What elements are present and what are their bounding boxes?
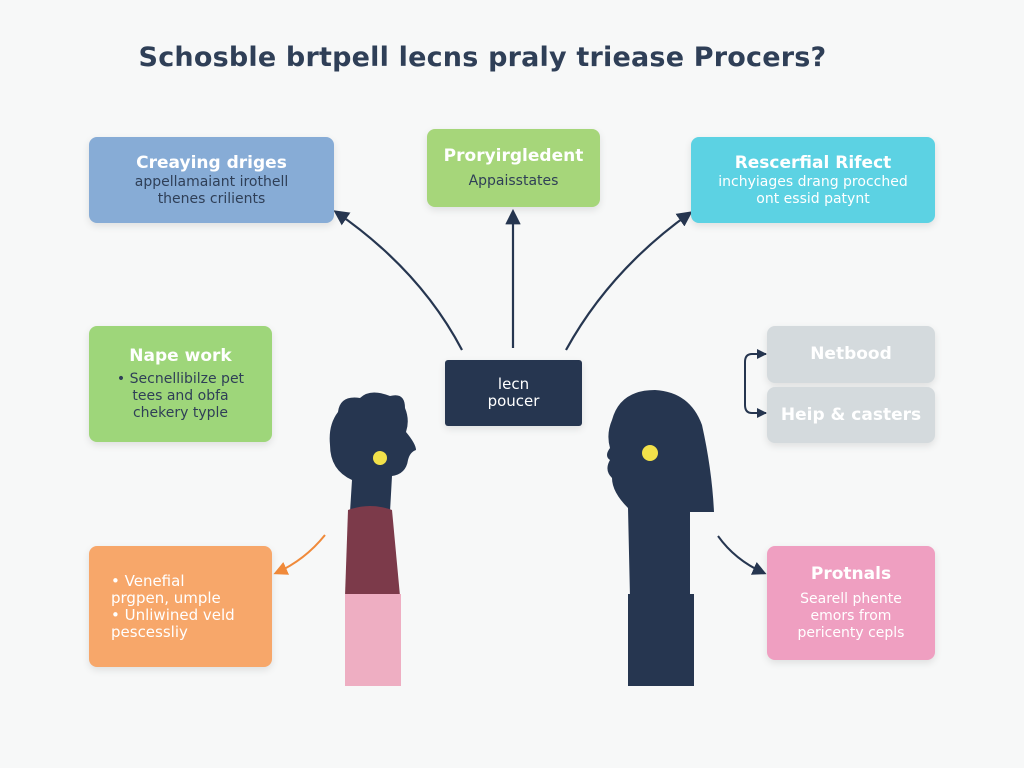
woman-body [632, 508, 690, 598]
woman-ear-dot [642, 445, 658, 461]
arrow-bracket-right [744, 353, 766, 414]
arrow-bracket-bottom-head [757, 408, 767, 418]
box-mid-left-line: tees and obfa [132, 388, 229, 404]
box-bottom-right-line: pericenty cepls [797, 625, 905, 641]
box-bottom-right-line: Searell phente [800, 591, 902, 607]
arrow-to-top-right [565, 211, 693, 351]
page-title: Schosble brtpell lecns praly triease Pro… [138, 42, 827, 73]
box-bottom-right: Protnals Searell phente emors from peric… [767, 546, 935, 660]
box-top-center-line: Appaisstates [468, 173, 559, 189]
box-bottom-left-line: • Unliwined veld [111, 605, 235, 624]
man-ear-dot [373, 451, 387, 465]
box-mid-left-line: chekery typle [132, 405, 229, 421]
box-top-left-heading: Creaying driges [136, 152, 287, 173]
woman-silhouette-icon [607, 390, 714, 686]
box-mid-left-heading: Nape work [129, 346, 232, 366]
box-bottom-left-line: pescessliy [111, 622, 188, 641]
box-top-left: Creaying driges appellamaiant irothell t… [89, 137, 334, 223]
man-silhouette-icon [329, 392, 416, 686]
box-top-center: Proryirgledent Appaisstates [427, 129, 600, 207]
box-right-top-heading: Netbood [810, 344, 892, 364]
box-right-bottom: Heip & casters [767, 387, 935, 443]
arrow-to-top-left [333, 210, 463, 351]
center-node: lecn poucer [445, 360, 582, 426]
center-node-line2: poucer [487, 392, 540, 410]
box-bottom-left-line: • Venefial [111, 571, 185, 590]
box-top-center-heading: Proryirgledent [443, 146, 584, 166]
center-node-line1: lecn [497, 375, 530, 393]
box-top-right: Rescerfial Rifect inchyiages drang procc… [691, 137, 935, 223]
arrow-to-bottom-left [273, 534, 326, 575]
box-mid-left-line: • Secnellibilze pet [116, 371, 245, 387]
box-top-left-line: appellamaiant irothell [134, 173, 289, 190]
man-shirt [345, 506, 400, 596]
box-bottom-right-line: emors from [810, 608, 892, 624]
box-mid-left: Nape work • Secnellibilze pet tees and o… [89, 326, 272, 442]
box-top-right-heading: Rescerfial Rifect [734, 152, 892, 173]
box-bottom-left: • Venefial prgpen, umple • Unliwined vel… [89, 546, 272, 667]
box-right-top: Netbood [767, 326, 935, 383]
box-bottom-left-line: prgpen, umple [111, 588, 221, 607]
arrow-to-bottom-right [717, 535, 767, 575]
woman-legs [628, 594, 694, 686]
box-top-right-line: ont essid patynt [756, 190, 870, 207]
box-top-left-line: thenes crilients [157, 190, 266, 207]
arrow-bracket-top-head [757, 349, 767, 359]
box-bottom-right-heading: Protnals [810, 564, 892, 584]
man-pants [345, 594, 401, 686]
box-top-right-line: inchyiages drang procched [718, 173, 908, 190]
box-right-bottom-heading: Heip & casters [780, 404, 922, 425]
